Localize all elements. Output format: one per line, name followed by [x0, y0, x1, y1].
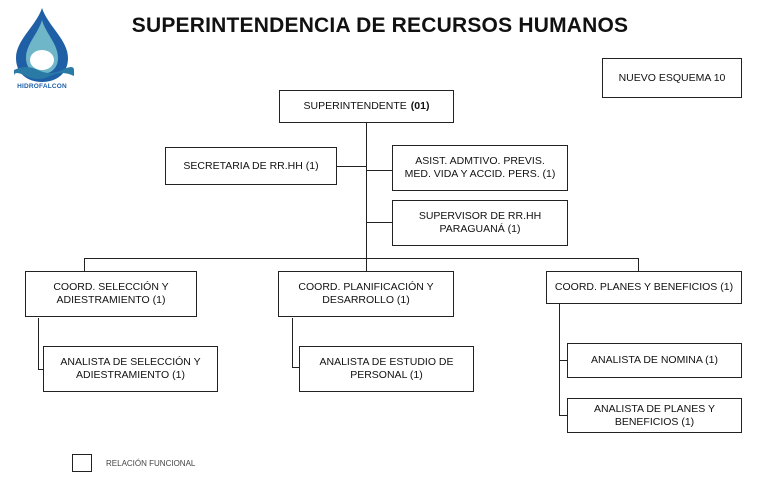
connector-secretaria	[336, 166, 366, 167]
hidrofalcon-logo	[10, 6, 74, 96]
superintendente-label: SUPERINTENDENTE	[303, 100, 407, 112]
connector-analista-planes	[559, 415, 568, 416]
analista-seleccion-box: ANALISTA DE SELECCIÓN Y ADIESTRAMIENTO (…	[43, 346, 218, 392]
coord-planes-box: COORD. PLANES Y BENEFICIOS (1)	[546, 271, 742, 304]
superintendente-count: (01)	[410, 100, 430, 112]
schema-label-box: NUEVO ESQUEMA 10	[602, 58, 742, 98]
analista-estudio-box: ANALISTA DE ESTUDIO DE PERSONAL (1)	[299, 346, 474, 392]
connector-asistente	[366, 170, 392, 171]
connector-trunk	[366, 122, 367, 258]
logo-text: HIDROFALCON	[17, 83, 67, 90]
connector-coord-2	[366, 258, 367, 272]
coord-planificacion-box: COORD. PLANIFICACIÓN Y DESARROLLO (1)	[278, 271, 454, 317]
legend-label: RELACIÓN FUNCIONAL	[106, 459, 196, 468]
connector-sel-down	[38, 318, 39, 370]
connector-horizontal	[84, 258, 639, 259]
analista-nomina-box: ANALISTA DE NOMINA (1)	[567, 343, 742, 378]
connector-sel-across	[38, 369, 44, 370]
coord-seleccion-box: COORD. SELECCIÓN Y ADIESTRAMIENTO (1)	[25, 271, 197, 317]
connector-nomina	[559, 360, 568, 361]
connector-coord-3	[638, 258, 639, 272]
analista-planes-box: ANALISTA DE PLANES Y BENEFICIOS (1)	[567, 398, 742, 433]
connector-supervisor	[366, 222, 392, 223]
connector-coord-1	[84, 258, 85, 272]
superintendente-box: SUPERINTENDENTE (01)	[279, 90, 454, 123]
legend-swatch	[72, 454, 92, 472]
asistente-box: ASIST. ADMTIVO. PREVIS. MED. VIDA Y ACCI…	[392, 145, 568, 191]
supervisor-box: SUPERVISOR DE RR.HH PARAGUANÁ (1)	[392, 200, 568, 246]
page-title: SUPERINTENDENCIA DE RECURSOS HUMANOS	[131, 14, 629, 37]
connector-plan-across	[292, 367, 300, 368]
connector-plan-down	[292, 318, 293, 368]
secretaria-box: SECRETARIA DE RR.HH (1)	[165, 147, 337, 185]
